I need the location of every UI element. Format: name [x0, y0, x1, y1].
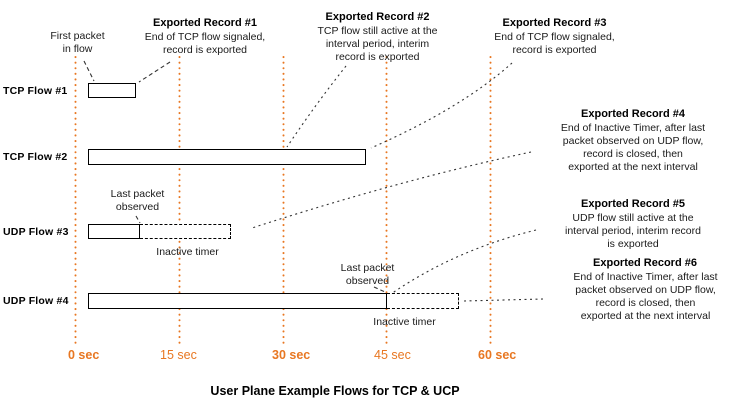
axis-tick-60sec: 60 sec — [478, 348, 517, 362]
annotation-record2-title: Exported Record #2 — [325, 11, 430, 23]
flow-label-udp-4: UDP Flow #4 — [3, 295, 69, 307]
annotation-record2-body: TCP flow still active at the interval pe… — [317, 25, 438, 63]
annotation-last-packet-udp3: Last packet observed — [110, 188, 165, 213]
tcp-flow-1-bar — [88, 83, 136, 98]
annotation-record5-title: Exported Record #5 — [581, 198, 685, 210]
leader-first-packet — [83, 60, 95, 82]
axis-tick-0sec: 0 sec — [68, 348, 100, 362]
annotation-record6-title: Exported Record #6 — [593, 257, 697, 269]
leader-record3 — [370, 62, 513, 149]
annotation-record4-body: End of Inactive Timer, after last packet… — [560, 122, 706, 173]
annotation-record4-title: Exported Record #4 — [581, 108, 685, 120]
flow-label-tcp-2: TCP Flow #2 — [3, 151, 68, 163]
annotation-record6-body: End of Inactive Timer, after last packet… — [573, 271, 718, 322]
udp-flow-4-active-bar — [88, 293, 387, 309]
tcp-flow-2-bar — [88, 149, 366, 165]
axis-tick-30sec: 30 sec — [272, 348, 311, 362]
annotation-first-packet: First packet in flow — [50, 30, 105, 55]
flow-label-udp-3: UDP Flow #3 — [3, 226, 69, 238]
diagram-caption: User Plane Example Flows for TCP & UCP — [210, 384, 460, 398]
annotation-last-packet-udp4: Last packet observed — [340, 262, 395, 287]
annotation-inactive-timer-udp3: Inactive timer — [156, 246, 219, 258]
udp-flow-3-inactive-timer-bar — [140, 224, 231, 239]
annotation-record3-title: Exported Record #3 — [502, 17, 607, 29]
annotation-record1-title: Exported Record #1 — [153, 17, 257, 29]
udp-flow-4-inactive-timer-bar — [387, 293, 459, 309]
annotation-record5-body: UDP flow still active at the interval pe… — [565, 212, 701, 250]
annotation-record3-body: End of TCP flow signaled, record is expo… — [494, 31, 615, 56]
leader-last-packet-udp3 — [135, 215, 141, 224]
leader-record1 — [138, 61, 171, 83]
axis-tick-45sec: 45 sec — [374, 348, 411, 362]
leader-record6 — [463, 298, 544, 302]
annotation-inactive-timer-udp4: Inactive timer — [373, 316, 436, 328]
flow-label-tcp-1: TCP Flow #1 — [3, 85, 68, 97]
leader-record2 — [286, 65, 347, 148]
leader-record5 — [390, 229, 537, 295]
axis-tick-15sec: 15 sec — [160, 348, 197, 362]
udp-flow-3-active-bar — [88, 224, 140, 239]
annotation-record1-body: End of TCP flow signaled, record is expo… — [144, 31, 266, 56]
